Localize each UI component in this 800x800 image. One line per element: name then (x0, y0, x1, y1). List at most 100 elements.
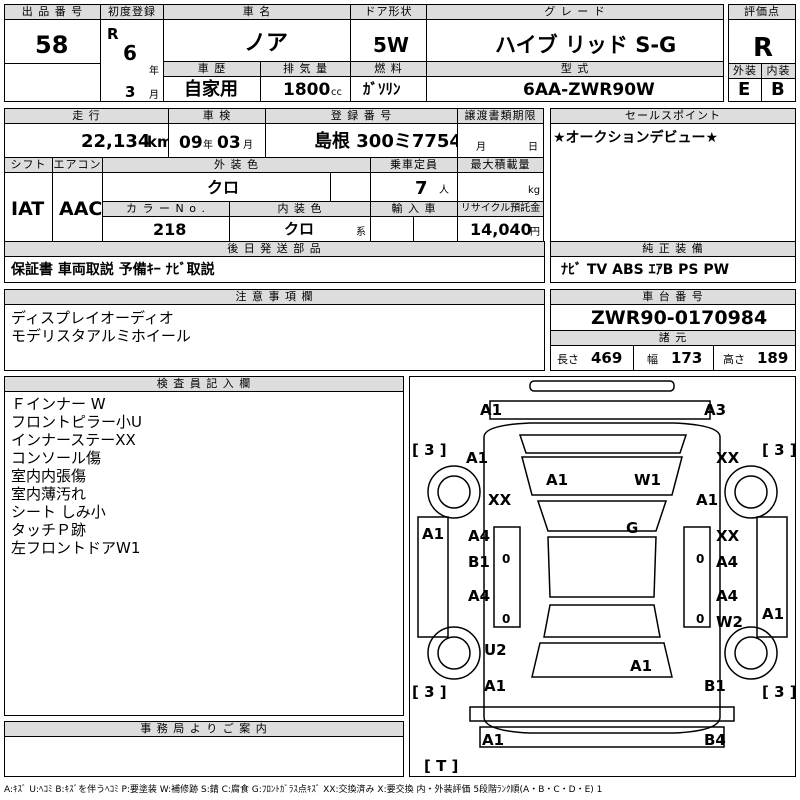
equipment-value: ﾅﾋﾞ TV ABS ｴｱB PS PW (561, 262, 730, 278)
office-label: 事 務 局 よ り ご 案 内 (5, 722, 403, 737)
inspection-label: 車 検 (169, 109, 265, 124)
shift-value: IAT (11, 198, 45, 220)
model-label: 型 式 (427, 62, 723, 77)
chassis-box: 車 台 番 号 ZWR90-0170984 諸 元 長さ 469 幅 173 高… (550, 289, 796, 371)
mark-pillar-right: A1 (696, 491, 719, 509)
recycle-label: リサイクル預託金 (458, 202, 543, 217)
mark-door-fl-2: B1 (468, 553, 490, 571)
model-value: 6AA-ZWR90W (523, 80, 655, 100)
mark-door-rr-2: W2 (716, 613, 743, 631)
int-color-box: 内 装 色 クロ 系 (229, 201, 371, 242)
mark-zero-left-2: 0 (502, 612, 511, 626)
displacement-box: 排 気 量 1800 cc (260, 61, 351, 102)
ext-color-divider (330, 173, 331, 201)
first-reg-box: 初度登録 R 6 年 3 月 (100, 4, 164, 102)
length-label: 長さ (557, 353, 579, 366)
ext-color-value: クロ (207, 178, 240, 197)
inspection-box: 車 検 09 年 03 月 (168, 108, 266, 158)
reg-number-label: 登 録 番 号 (266, 109, 457, 124)
inspection-month: 03 (217, 133, 241, 153)
shift-box: シフト IAT (4, 157, 53, 242)
history-value: 自家用 (184, 79, 238, 100)
fuel-label: 燃 料 (351, 62, 426, 77)
inspection-month-unit: 月 (243, 140, 253, 151)
mark-fender-right: XX (716, 449, 740, 467)
inspector-line-1: Ｆインナー W (11, 395, 106, 413)
tire-right-front: [ 3 ] (762, 441, 796, 459)
later-parts-value: 保証書 車両取説 予備ｷｰ ﾅﾋﾞ取説 (11, 262, 215, 278)
notes-line-1: ディスプレイオーディオ (11, 309, 174, 327)
int-color-label: 内 装 色 (230, 202, 370, 217)
reg-number-box: 登 録 番 号 島根 300ミ7754 (265, 108, 458, 158)
mark-side-left: A1 (422, 525, 445, 543)
color-no-value: 218 (153, 220, 187, 239)
int-score-label: 内装 (761, 63, 795, 79)
grade-value: ハイブ リッド S-G (495, 33, 677, 57)
first-reg-era: R (107, 25, 119, 43)
score-value: R (753, 33, 774, 63)
displacement-unit: cc (331, 87, 342, 98)
tire-left-rear: [ 3 ] (412, 683, 447, 701)
aircon-box: エアコン AAC (52, 157, 103, 242)
mark-rear-left-2: A1 (484, 677, 507, 695)
import-label: 輸 入 車 (371, 202, 457, 217)
legend: A:ｷｽﾞ U:ﾍｺﾐ B:ｷｽﾞを伴うﾍｺﾐ P:要塗装 W:補修跡 S:錆 … (4, 785, 603, 795)
inspector-line-2: フロントピラー小U (11, 413, 142, 431)
capacity-value: 7 (415, 178, 428, 199)
transfer-month-unit: 月 (476, 142, 486, 153)
dims-divider-1 (633, 346, 634, 370)
notes-box: 注 意 事 項 欄 ディスプレイオーディオ モデリスタアルミホイール (4, 289, 545, 371)
color-no-box: カ ラ ー N o . 218 (102, 201, 230, 242)
score-box: 評価点 R 外装 内装 E B (728, 4, 796, 102)
mark-rear-bumper-left: A1 (482, 731, 505, 749)
mileage-box: 走 行 22,134 km (4, 108, 169, 158)
tire-right-rear: [ 3 ] (762, 683, 796, 701)
recycle-value: 14,040 (470, 220, 532, 239)
width-value: 173 (671, 349, 703, 367)
spare-tire: [ T ] (424, 757, 459, 775)
mark-roof: G (626, 519, 639, 537)
ext-color-box: 外 装 色 クロ (102, 157, 371, 202)
inspection-year: 09 (179, 133, 203, 153)
grade-label: グ レ ー ド (427, 5, 723, 20)
mark-door-rl: A4 (468, 587, 491, 605)
door-box: ドア形状 5W (350, 4, 427, 62)
recycle-box: リサイクル預託金 14,040 円 (457, 201, 544, 242)
inspector-label: 検 査 員 記 入 欄 (5, 377, 403, 392)
height-value: 189 (757, 349, 789, 367)
width-label: 幅 (647, 353, 658, 366)
door-label: ドア形状 (351, 5, 426, 20)
equipment-label: 純 正 装 備 (551, 242, 795, 257)
aircon-value: AAC (59, 198, 103, 220)
transfer-label: 譲渡書類期限 (458, 109, 543, 124)
score-divider (761, 79, 762, 101)
first-reg-month-unit: 月 (149, 90, 159, 101)
max-load-box: 最大積載量 kg (457, 157, 544, 202)
mark-zero-right-2: 0 (696, 612, 705, 626)
length-value: 469 (591, 349, 623, 367)
sales-point-text: ★オークションデビュー★ (553, 130, 719, 146)
dims-divider-2 (713, 346, 714, 370)
car-name-value: ノア (244, 31, 289, 56)
lot-number: 58 (35, 31, 69, 59)
car-name-label: 車 名 (164, 5, 350, 20)
car-outline-svg (417, 380, 788, 748)
inspector-line-3: インナーステーXX (11, 431, 136, 449)
mark-door-fl-1: A4 (468, 527, 491, 545)
mark-door-fr-1: XX (716, 527, 740, 545)
inspection-year-unit: 年 (203, 140, 213, 151)
import-box: 輸 入 車 (370, 201, 458, 242)
transfer-day-unit: 日 (528, 142, 538, 153)
mark-pillar-left: XX (488, 491, 512, 509)
capacity-box: 乗車定員 7 人 (370, 157, 458, 202)
later-parts-box: 後 日 発 送 部 品 保証書 車両取説 予備ｷｰ ﾅﾋﾞ取説 (4, 241, 545, 283)
lot-label: 出 品 番 号 (5, 5, 100, 20)
capacity-unit: 人 (439, 185, 449, 196)
notes-line-2: モデリスタアルミホイール (11, 327, 191, 345)
int-score: B (771, 79, 785, 100)
displacement-value: 1800 (283, 80, 331, 100)
ext-score: E (738, 79, 751, 100)
fuel-value: ｶﾞｿﾘﾝ (363, 80, 401, 98)
later-parts-label: 後 日 発 送 部 品 (5, 242, 544, 257)
first-reg-year-unit: 年 (149, 66, 159, 77)
